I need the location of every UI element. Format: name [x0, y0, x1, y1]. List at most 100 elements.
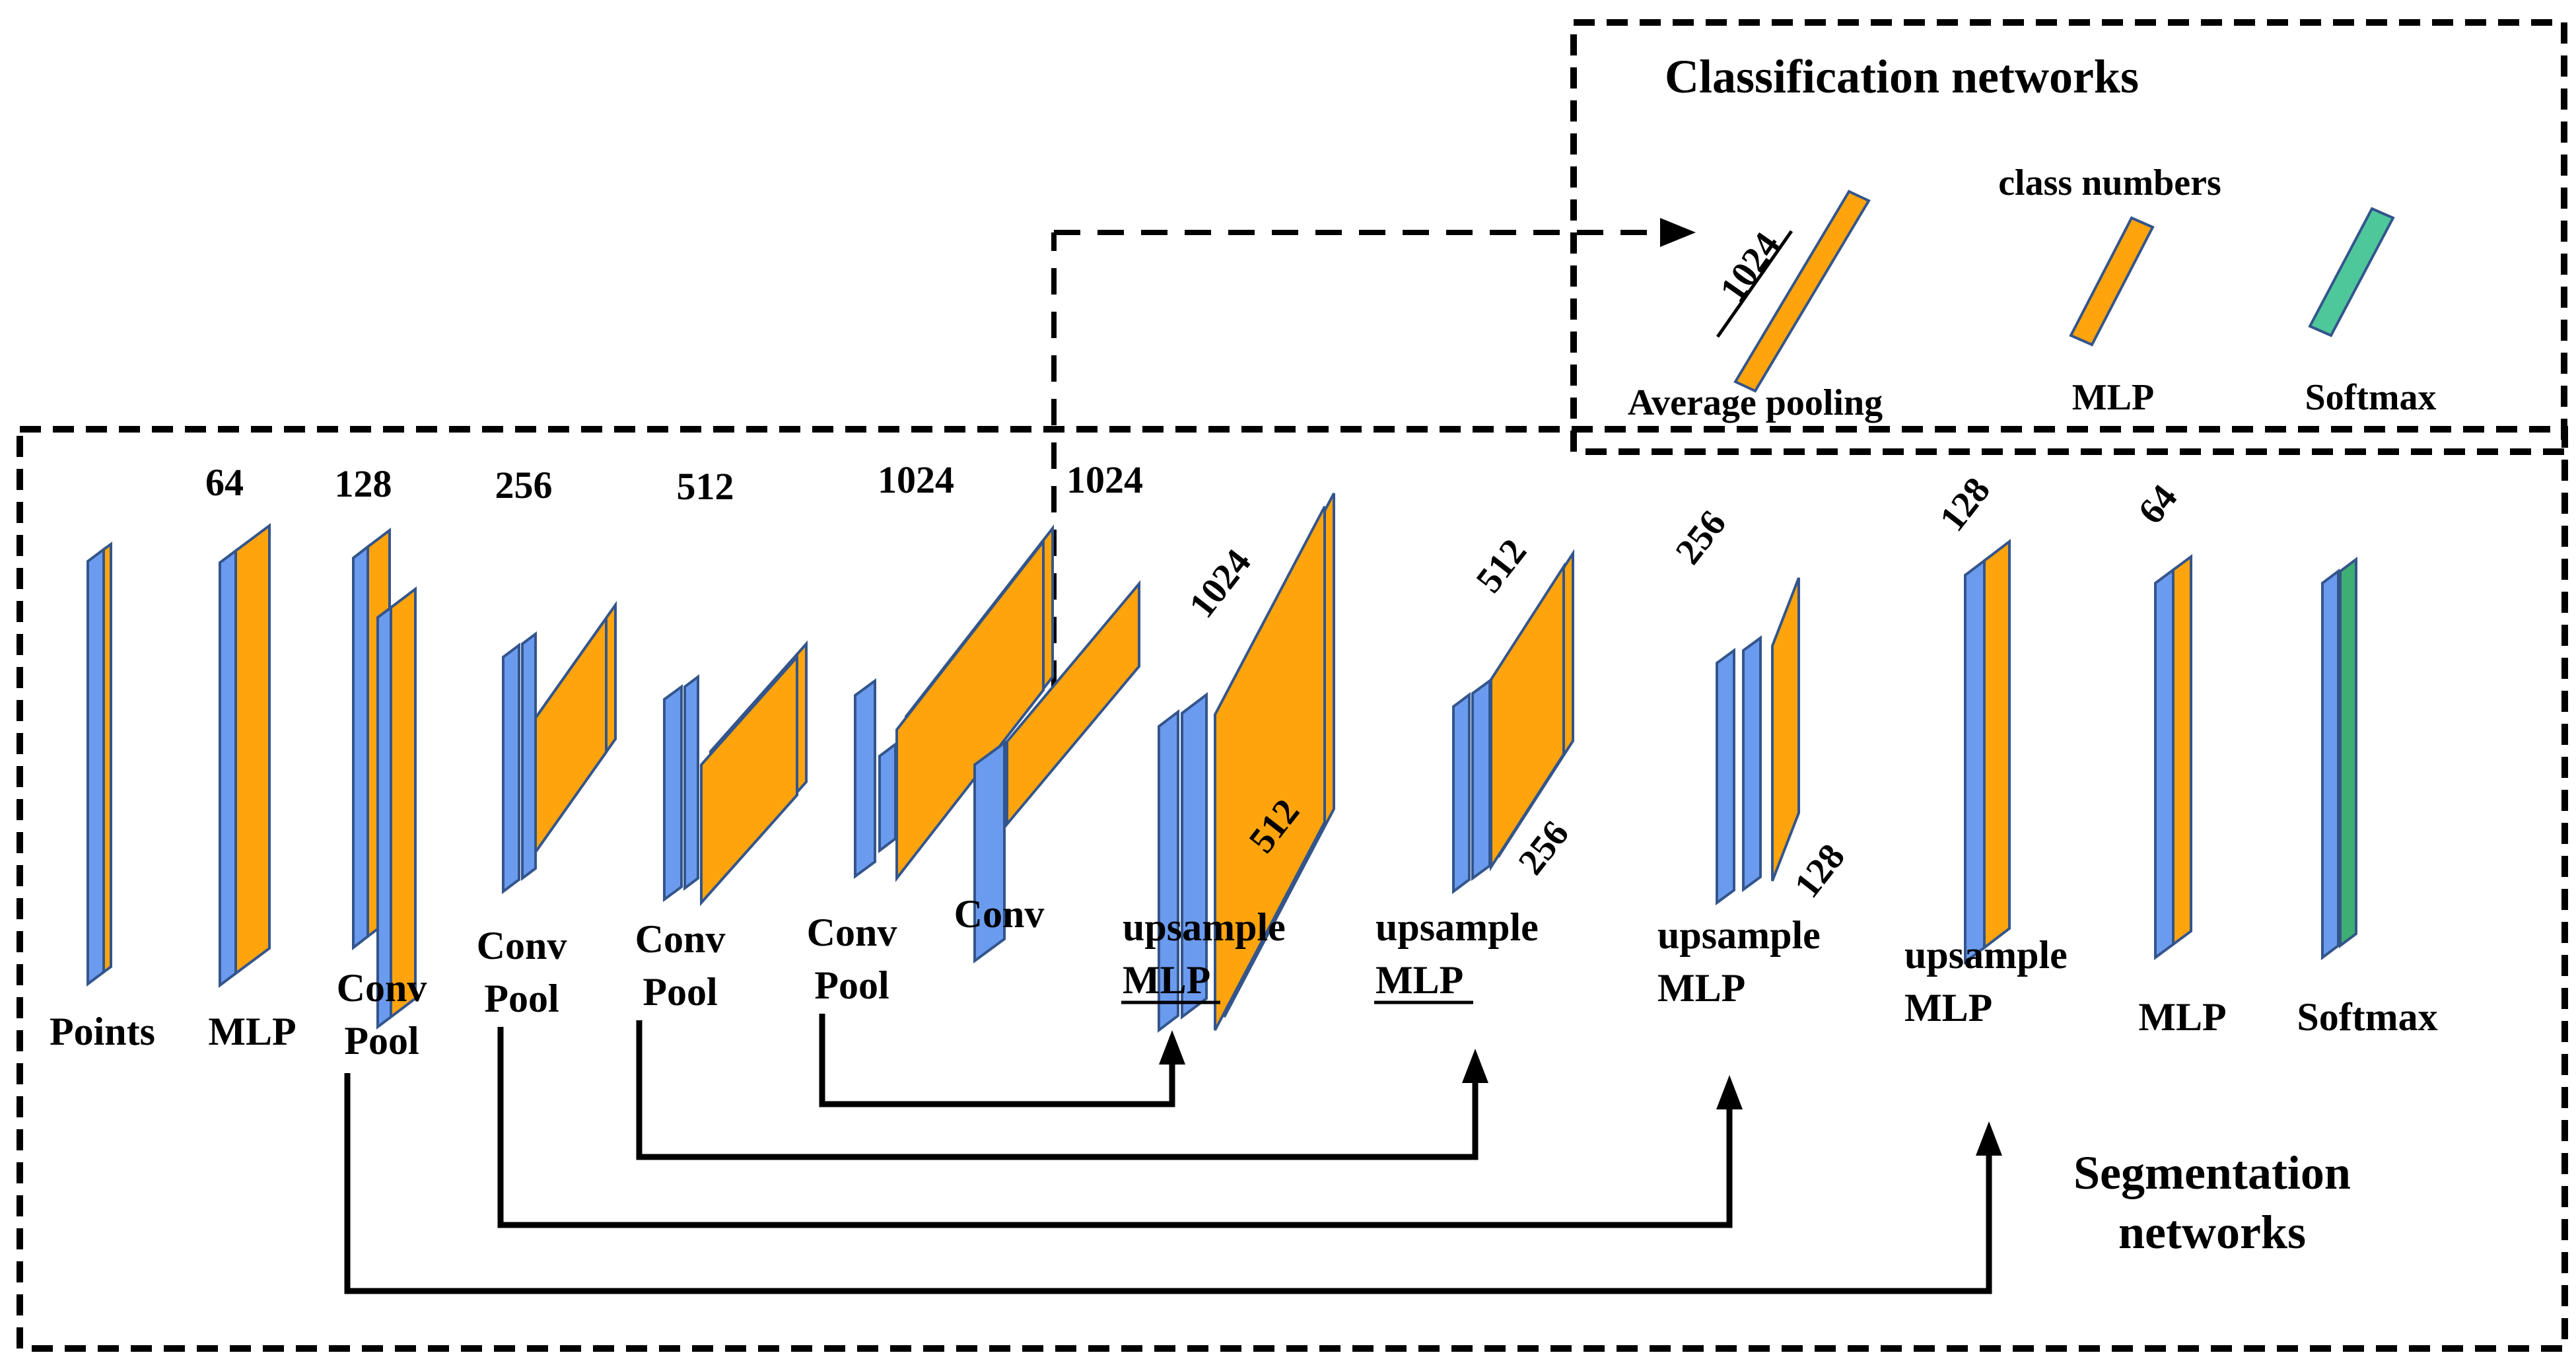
- avg-pooling-size: 1024: [1712, 225, 1788, 309]
- classification-softmax-label: Softmax: [2305, 377, 2436, 418]
- convpool2-label-line2: Pool: [484, 977, 559, 1020]
- upsample4-label-line2: MLP: [1904, 986, 1992, 1030]
- convpool3-blue-slab-b: [683, 674, 699, 891]
- skip-connections: [344, 1014, 2002, 1294]
- upsample2-label-line2: MLP: [1375, 958, 1463, 1002]
- upsample1-blue-slab-b: [1181, 691, 1208, 1020]
- size-128: 128: [335, 462, 392, 505]
- layer-convpool3: Conv Pool: [635, 640, 808, 1014]
- layer-upsample3: 256 128 upsample MLP: [1657, 503, 1853, 1010]
- skip-connection-4: [344, 1073, 1992, 1294]
- layer-upsample1: 1024 512 upsample MLP: [1121, 493, 1335, 1033]
- convpool1-orange-slab-b: [390, 586, 417, 1020]
- dashed-connector-arrowhead-icon: [1660, 218, 1696, 247]
- classification-mlp-slab: [2069, 216, 2155, 347]
- skip-connection-3: [497, 1027, 1733, 1228]
- upsample3-blue-slab-b: [1742, 635, 1762, 892]
- softmax-blue-slab: [2321, 569, 2340, 960]
- convpool2-orange-slab: [528, 613, 608, 865]
- upsample3-label-line1: upsample: [1657, 913, 1821, 957]
- points-orange-slab: [102, 542, 112, 975]
- upsample1-label-line1: upsample: [1123, 905, 1286, 949]
- layer-softmax: Softmax: [2297, 557, 2438, 1039]
- avg-pooling-label: Average pooling: [1628, 382, 1883, 423]
- convpool2-blue-slab-b: [521, 631, 537, 881]
- convpool1-label-line1: Conv: [337, 966, 427, 1010]
- conv-orange-slab: [1006, 580, 1140, 828]
- mlp2-orange-slab: [2172, 554, 2192, 947]
- classification-mlp-label: MLP: [2072, 377, 2154, 418]
- layer-convpool1: Conv Pool: [337, 527, 427, 1063]
- layer-convpool2: Conv Pool: [477, 600, 617, 1020]
- upsample2-blue-slab-a: [1452, 692, 1471, 894]
- classification-mlp-layer: MLP: [2069, 216, 2155, 418]
- convpool1-blue-slab-b: [376, 605, 392, 1030]
- upsample2-size-top: 512: [1469, 532, 1535, 600]
- mlp1-blue-slab: [219, 548, 237, 988]
- size-256: 256: [495, 464, 553, 507]
- mlp2-size-top: 64: [2130, 477, 2185, 532]
- upsample3-label-line2: MLP: [1657, 966, 1745, 1010]
- upsample3-orange-slab: [1771, 577, 1800, 882]
- skip-arrowhead-1-icon: [1159, 1030, 1185, 1065]
- skip-arrowhead-3-icon: [1716, 1075, 1743, 1109]
- upsample4-orange-slab: [1983, 538, 2011, 951]
- upsample1-blue-slab-a: [1158, 709, 1179, 1033]
- upsample1-label-line2: MLP: [1123, 958, 1210, 1002]
- segmentation-title-line2: networks: [2118, 1206, 2306, 1259]
- convpool1-label-line2: Pool: [344, 1019, 419, 1063]
- upsample1-size-top: 1024: [1181, 542, 1259, 625]
- classification-softmax-slab: [2308, 207, 2395, 337]
- softmax-green-slab: [2339, 557, 2357, 948]
- convpool3-label-line1: Conv: [635, 917, 726, 961]
- size-64: 64: [205, 461, 244, 504]
- mlp1-orange-slab: [234, 523, 271, 976]
- avg-pooling-slab: [1733, 190, 1871, 393]
- convpool3-blue-slab-a: [663, 684, 683, 902]
- convpool2-label-line1: Conv: [477, 924, 567, 967]
- convpool4-blue-slab-a: [854, 678, 876, 879]
- mlp1-label: MLP: [208, 1010, 296, 1053]
- skip-connection-1: [819, 1014, 1175, 1107]
- layer-upsample2: 512 256 upsample MLP: [1374, 532, 1577, 1004]
- class-numbers-label: class numbers: [1998, 162, 2221, 203]
- avg-pooling-size-underline: [1716, 230, 1793, 338]
- skip-arrowhead-2-icon: [1462, 1049, 1488, 1083]
- layer-points: Points: [50, 542, 155, 1053]
- skip-arrowhead-4-icon: [1976, 1121, 2002, 1156]
- upsample3-size-bottom: 128: [1787, 837, 1854, 905]
- classification-softmax-layer: Softmax: [2305, 207, 2437, 418]
- classification-box-border: [1570, 19, 2567, 455]
- classification-title: Classification networks: [1665, 50, 2139, 103]
- upsample4-blue-slab: [1964, 557, 1986, 965]
- convpool4-blue-slab-b: [878, 742, 897, 853]
- convpool3-label-line2: Pool: [643, 970, 717, 1014]
- skip-connection-2: [636, 1020, 1479, 1160]
- upsample1-orange-slab: [1214, 506, 1326, 1031]
- upsample2-blue-slab-b: [1471, 678, 1491, 881]
- segmentation-box-border: [17, 426, 2568, 1352]
- size-512: 512: [677, 465, 734, 508]
- convpool3-orange-slab: [700, 653, 798, 907]
- conv-label: Conv: [954, 892, 1045, 936]
- layer-conv: Conv: [954, 580, 1140, 963]
- softmax-label: Softmax: [2297, 995, 2437, 1039]
- mlp2-blue-slab: [2154, 567, 2175, 960]
- upsample2-label-line1: upsample: [1375, 905, 1539, 949]
- size-1024-a: 1024: [878, 458, 954, 501]
- mlp2-label: MLP: [2138, 995, 2226, 1039]
- layer-mlp2: 64 MLP: [2130, 477, 2227, 1039]
- layer-convpool4: Conv Pool: [807, 524, 1054, 1007]
- points-label: Points: [50, 1010, 155, 1053]
- convpool2-blue-slab-a: [502, 643, 520, 894]
- layer-upsample4: 128 upsample MLP: [1904, 470, 2068, 1030]
- upsample3-blue-slab-a: [1716, 648, 1735, 905]
- segmentation-title-line1: Segmentation: [2073, 1146, 2351, 1199]
- convpool4-orange-slab: [895, 538, 1045, 882]
- convpool4-label-line1: Conv: [807, 911, 897, 954]
- upsample4-label-line1: upsample: [1904, 933, 2068, 977]
- convpool4-label-line2: Pool: [814, 963, 889, 1007]
- convpool1-blue-slab-a: [352, 543, 369, 951]
